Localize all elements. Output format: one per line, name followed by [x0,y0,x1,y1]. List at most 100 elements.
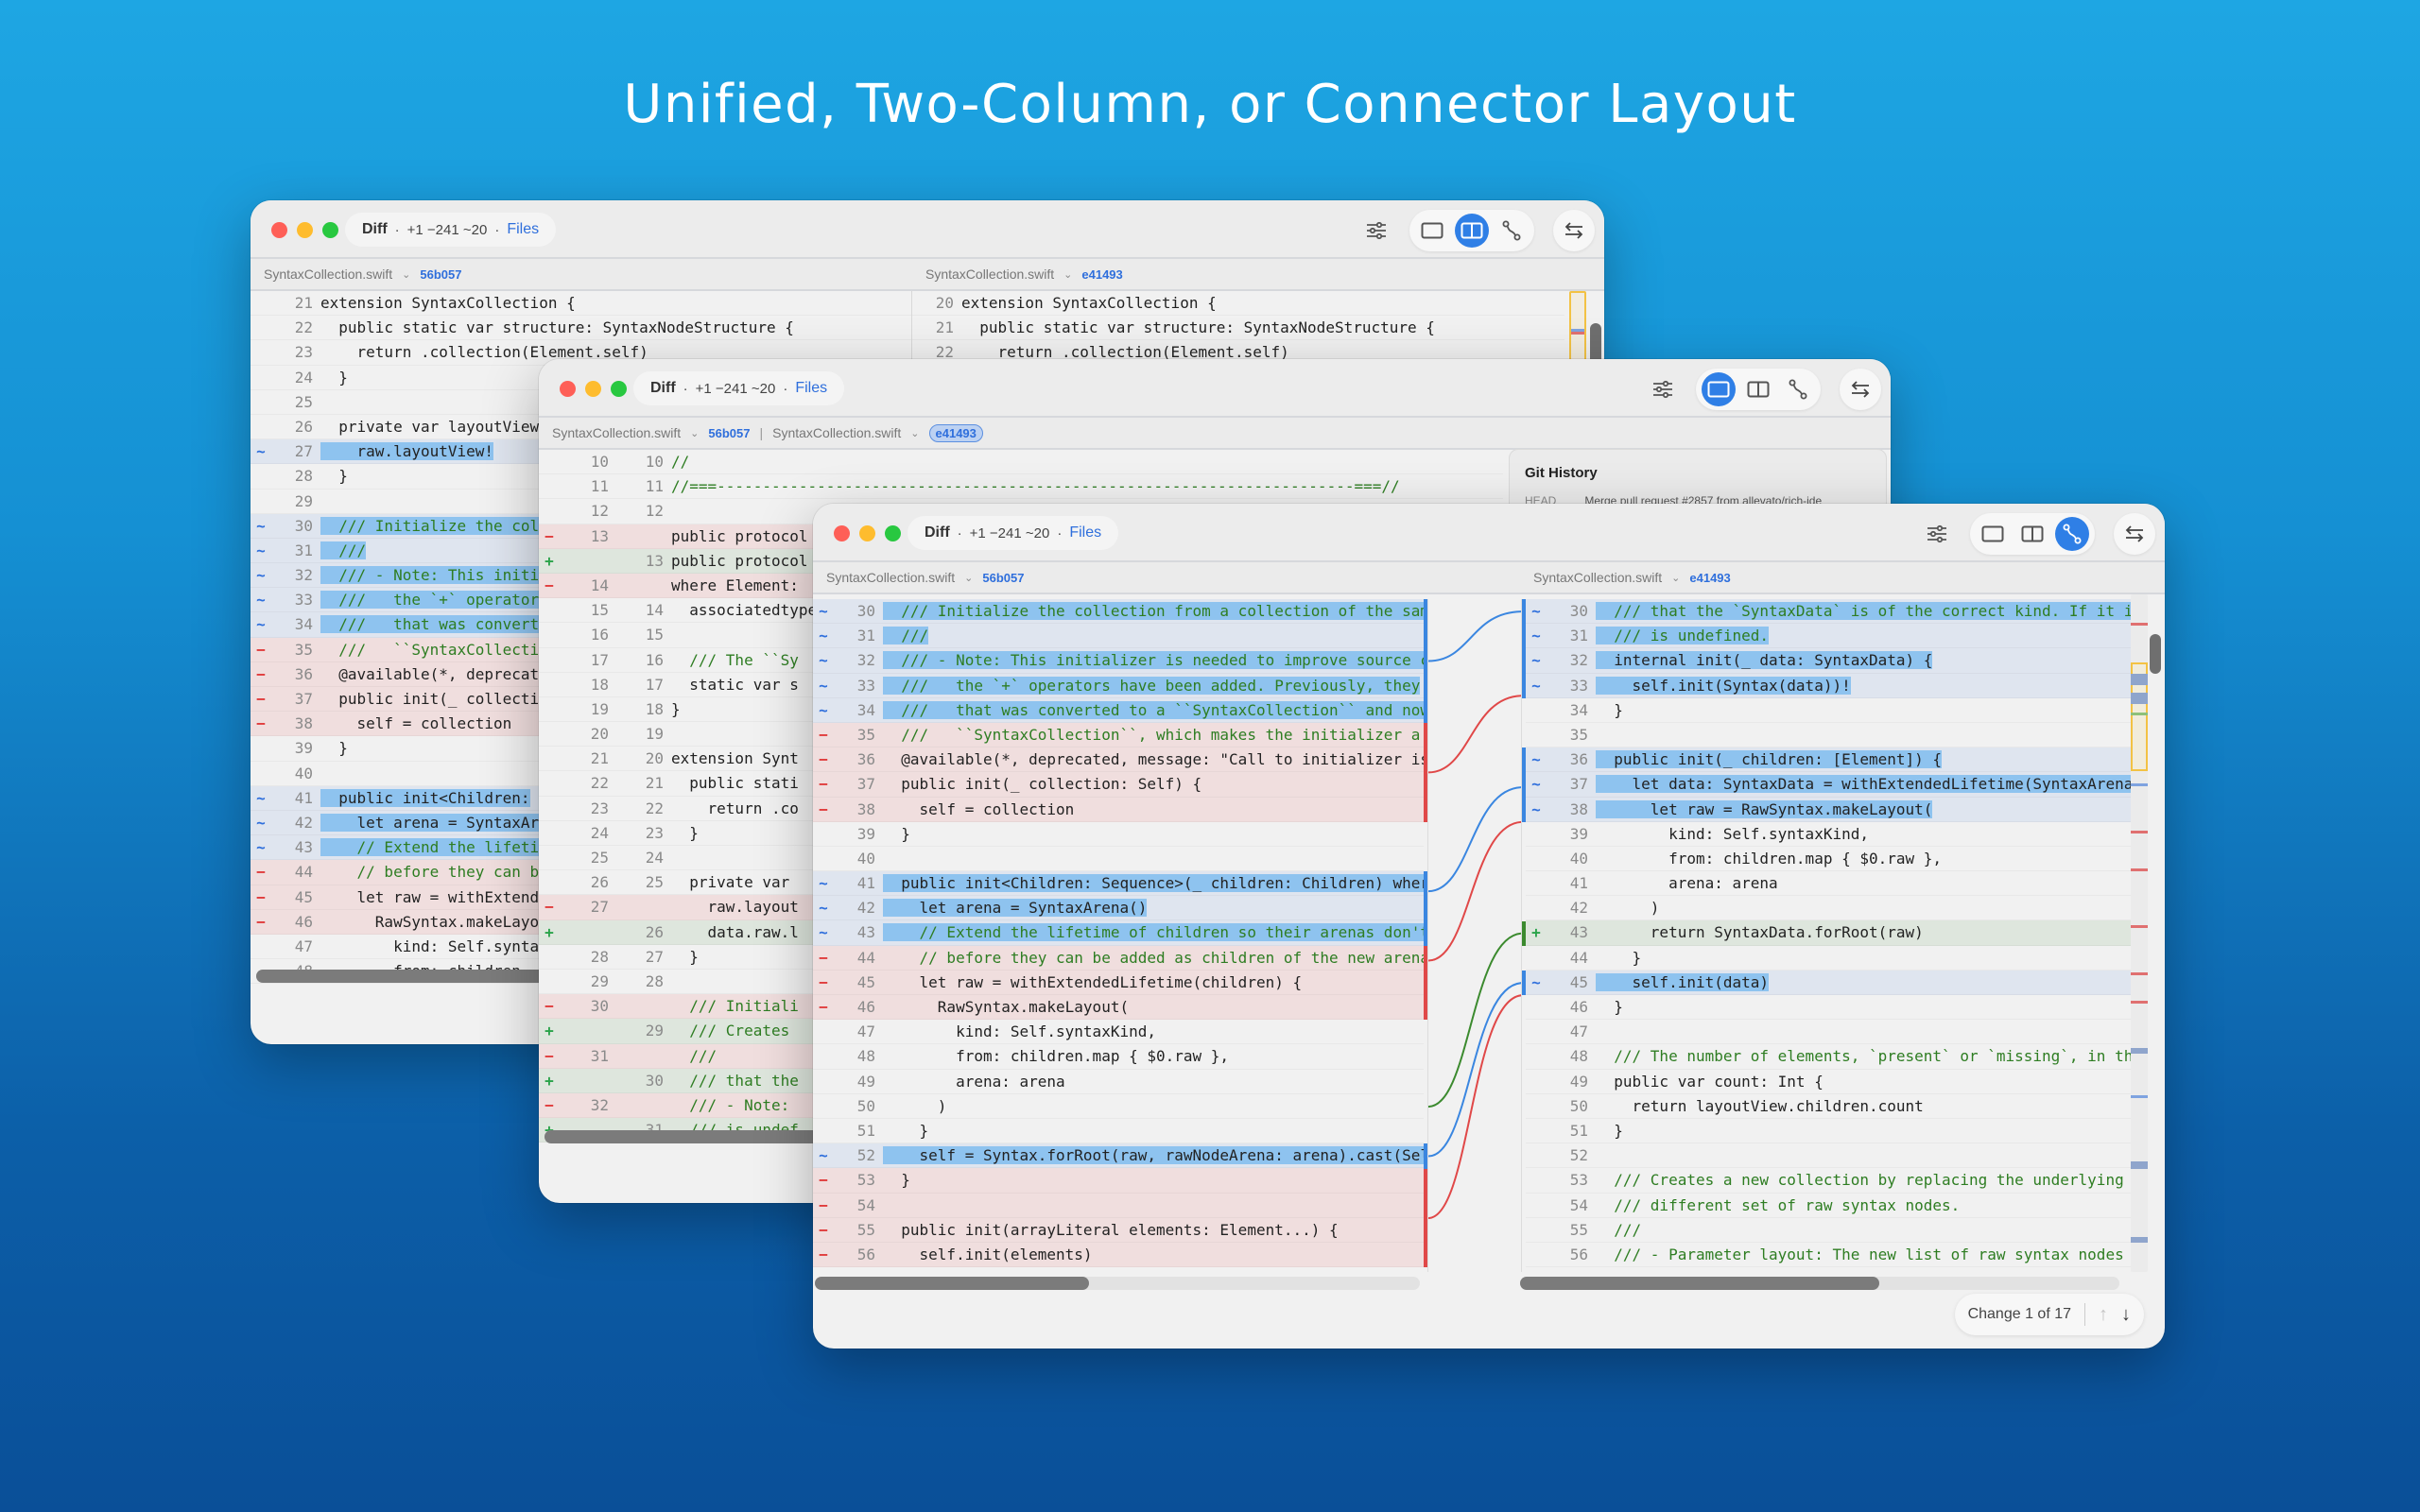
diff-line[interactable]: 22 return .collection(Element.self) [912,340,1564,365]
diff-line[interactable]: ~42 let arena = SyntaxArena() [813,896,1424,921]
files-link[interactable]: Files [507,221,540,237]
chevron-down-icon[interactable]: ⌄ [910,427,920,439]
diff-line[interactable]: 49 public var count: Int { [1526,1070,2131,1094]
diff-line[interactable]: −36 @available(*, deprecated, message: "… [813,747,1424,773]
diff-line[interactable]: ~32 internal init(_ data: SyntaxData) { [1526,648,2131,674]
diff-line[interactable]: 39 } [251,736,911,761]
diff-line[interactable]: 42 ) [1526,896,2131,920]
diff-line[interactable]: −54 [813,1193,1424,1218]
right-file-selector[interactable]: SyntaxCollection.swift [925,266,1055,282]
diff-line[interactable]: 35 [1526,723,2131,747]
diff-line[interactable]: 47 kind: Self.syntaxKind, [813,1020,1424,1044]
diff-line[interactable]: −45 let raw = withExtendedLifetime(child… [813,970,1424,995]
diff-line[interactable]: ~31 /// [813,624,1424,649]
right-commit-hash[interactable]: e41493 [1081,266,1123,282]
diff-line[interactable]: 50 ) [813,1094,1424,1119]
right-horizontal-scrollbar[interactable] [1520,1277,2119,1290]
diff-line[interactable]: 46 } [1526,995,2131,1020]
diff-line[interactable]: 28 } [251,464,911,489]
diff-line[interactable]: 34 } [1526,698,2131,723]
diff-line[interactable]: 48 from: children.map { $0.raw }, [813,1044,1424,1069]
diff-line[interactable]: 44 } [1526,946,2131,971]
diff-line[interactable]: ~38 let raw = RawSyntax.makeLayout( [1526,797,2131,822]
diff-line[interactable]: ~30 /// that the `SyntaxData` is of the … [1526,599,2131,625]
new-file-selector[interactable]: SyntaxCollection.swift [772,425,902,440]
diff-line[interactable]: ~41 public init<Children: Sequence>(_ ch… [813,871,1424,897]
diff-line[interactable]: −44 // before they can be added as child… [813,945,1424,971]
chevron-down-icon[interactable]: ⌄ [690,427,700,439]
diff-line[interactable]: ~36 public init(_ children: [Element]) { [1526,747,2131,773]
diff-line[interactable]: ~31 /// is undefined. [1526,624,2131,649]
diff-line[interactable]: 54 /// different set of raw syntax nodes… [1526,1194,2131,1218]
zoom-button[interactable] [322,222,338,238]
diff-line[interactable]: 39 } [813,822,1424,847]
diff-line[interactable]: ~43 // Extend the lifetime of children s… [813,920,1424,946]
diff-line[interactable]: ~33 self.init(Syntax(data))! [1526,673,2131,698]
left-commit-hash[interactable]: 56b057 [420,266,462,282]
minimize-button[interactable] [297,222,313,238]
diff-line[interactable]: −55 public init(arrayLiteral elements: E… [813,1217,1424,1243]
two-column-layout-button[interactable] [1455,214,1489,248]
diff-line[interactable]: ~32 /// - Note: This initializer is need… [813,648,1424,674]
settings-sliders-icon[interactable] [1362,216,1391,245]
swap-sides-button[interactable] [1553,210,1595,251]
chevron-down-icon[interactable]: ⌄ [1063,268,1073,281]
diff-line[interactable]: 29 [251,490,911,514]
connector-layout-button[interactable] [2055,517,2089,551]
files-link[interactable]: Files [795,380,828,396]
connector-layout-button[interactable] [1495,214,1529,248]
diff-line[interactable]: 26 private var layoutView [251,415,911,439]
old-file-selector[interactable]: SyntaxCollection.swift [552,425,682,440]
diff-line[interactable]: 55 /// [1526,1218,2131,1243]
files-link[interactable]: Files [1069,524,1102,541]
swap-sides-button[interactable] [2114,513,2155,555]
right-file-selector[interactable]: SyntaxCollection.swift [1533,570,1663,585]
diff-line[interactable]: 40 [251,762,911,786]
diff-line[interactable]: ~34 /// that was converted to a ``Syntax… [813,697,1424,723]
settings-sliders-icon[interactable] [1923,520,1951,548]
diff-line[interactable]: 39 kind: Self.syntaxKind, [1526,822,2131,847]
diff-line[interactable]: 41 arena: arena [1526,871,2131,896]
settings-sliders-icon[interactable] [1649,375,1677,404]
left-commit-hash[interactable]: 56b057 [982,570,1025,585]
diff-line[interactable]: ~33 /// the `+` operators have been adde… [813,673,1424,698]
diff-line[interactable]: 56 /// - Parameter layout: The new list … [1526,1243,2131,1267]
old-commit-hash[interactable]: 56b057 [708,425,751,440]
left-code-pane[interactable]: ~30 /// Initialize the collection from a… [813,599,1424,1272]
diff-line[interactable]: 24 } [251,366,911,390]
swap-sides-button[interactable] [1840,369,1881,410]
right-commit-hash[interactable]: e41493 [1689,570,1731,585]
left-horizontal-scrollbar[interactable] [815,1277,1420,1290]
diff-line[interactable]: ~30 /// Initialize the collection from a… [813,599,1424,625]
close-button[interactable] [271,222,287,238]
diff-line[interactable]: 49 arena: arena [813,1070,1424,1094]
diff-line[interactable]: −56 self.init(elements) [813,1242,1424,1268]
diff-line[interactable]: 25 [251,390,911,415]
vertical-scrollbar[interactable] [2150,634,2161,674]
diff-line[interactable]: ~45 self.init(data) [1526,970,2131,995]
new-commit-hash[interactable]: e41493 [928,423,983,442]
two-column-layout-button[interactable] [1741,372,1775,406]
chevron-down-icon[interactable]: ⌄ [1671,572,1681,584]
diff-line[interactable]: 21 public static var structure: SyntaxNo… [912,316,1564,340]
two-column-layout-button[interactable] [2015,517,2049,551]
diff-line[interactable]: 52 [1526,1143,2131,1168]
